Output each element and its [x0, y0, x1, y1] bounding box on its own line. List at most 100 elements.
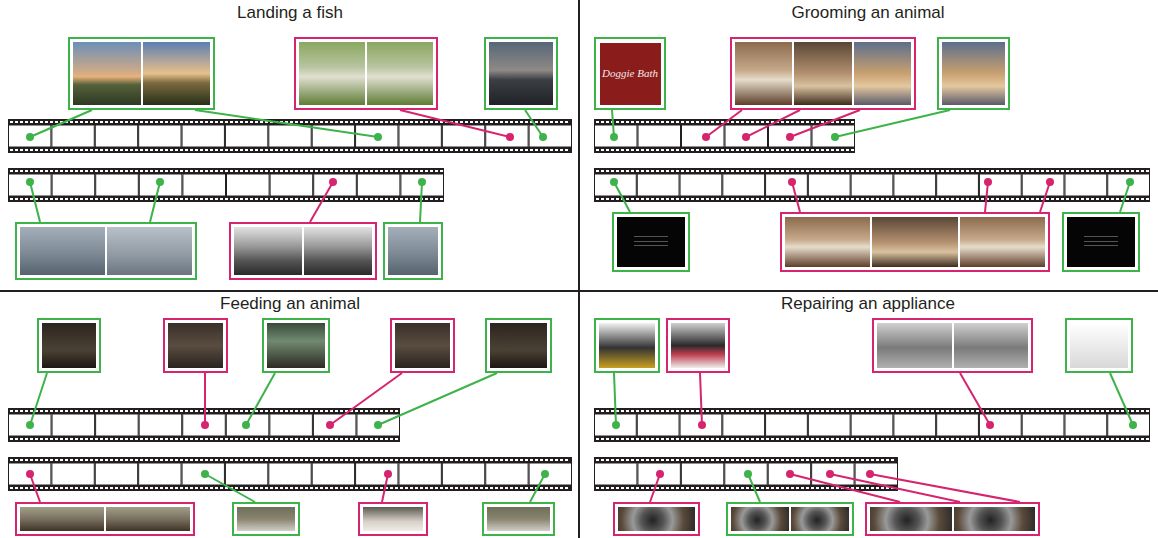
photo-thumbnail	[20, 227, 105, 275]
filmstrip	[594, 457, 898, 491]
leader-line	[530, 474, 545, 502]
leader-line	[30, 110, 92, 137]
frame-dot	[826, 470, 834, 478]
photo-thumbnail	[363, 507, 423, 531]
photo-thumbnail	[107, 227, 192, 275]
photo-thumbnail	[42, 323, 96, 368]
photo-frame	[15, 502, 195, 536]
leader-line	[835, 110, 950, 137]
photo-frame	[229, 222, 377, 280]
leader-line	[378, 373, 497, 425]
frame-dot	[156, 178, 164, 186]
leader-line	[1110, 373, 1133, 425]
photo-frame	[594, 318, 660, 373]
card-texture	[1084, 241, 1118, 242]
photo-frame	[163, 318, 228, 373]
card-texture	[1084, 236, 1118, 237]
leader-line	[525, 110, 543, 137]
photo-frame	[1065, 318, 1133, 373]
leader-line	[246, 373, 275, 425]
leader-line	[382, 474, 388, 502]
photo-frame	[232, 502, 300, 536]
photo-thumbnail	[299, 42, 365, 105]
frame-dot	[541, 470, 549, 478]
photo-frame	[865, 502, 1040, 536]
filmstrip	[594, 168, 1150, 202]
leader-line	[310, 182, 333, 222]
frame-dot	[1126, 178, 1134, 186]
title-card: Doggie Bath	[600, 43, 661, 105]
photo-thumbnail	[490, 323, 547, 368]
filmstrip	[8, 168, 444, 202]
leader-line	[330, 373, 402, 425]
leader-line	[706, 110, 742, 137]
photo-frame	[390, 318, 455, 373]
frame-dot	[612, 421, 620, 429]
frame-dot	[984, 178, 992, 186]
frame-dot	[242, 421, 250, 429]
photo-frame	[485, 318, 552, 373]
photo-thumbnail	[367, 42, 433, 105]
photo-thumbnail	[954, 507, 1036, 531]
filmstrip	[594, 408, 1150, 442]
photo-frame	[730, 37, 916, 110]
photo-thumbnail	[388, 227, 438, 275]
frame-dot	[1129, 421, 1137, 429]
panel-heading: Landing a fish	[233, 3, 347, 23]
photo-frame	[383, 222, 443, 280]
leader-line	[960, 373, 990, 425]
leader-line	[614, 373, 616, 425]
frame-dot	[506, 133, 514, 141]
photo-thumbnail	[599, 323, 655, 368]
card-texture	[634, 236, 668, 237]
photo-thumbnail	[954, 323, 1029, 368]
photo-thumbnail	[489, 42, 553, 105]
frame-dot	[26, 421, 34, 429]
leader-line	[985, 182, 988, 212]
leader-line	[30, 373, 47, 425]
photo-frame	[294, 37, 438, 110]
frame-dot	[384, 470, 392, 478]
frame-dot	[610, 178, 618, 186]
leader-line	[420, 182, 422, 222]
frame-dot	[1046, 178, 1054, 186]
photo-thumbnail	[487, 507, 550, 531]
frame-dot	[702, 133, 710, 141]
frame-dot	[744, 470, 752, 478]
photo-thumbnail	[143, 42, 211, 105]
photo-thumbnail	[617, 217, 685, 267]
leader-line	[612, 110, 614, 137]
frame-dot	[418, 178, 426, 186]
leader-line	[400, 110, 510, 137]
photo-thumbnail	[618, 507, 695, 531]
photo-thumbnail	[854, 42, 911, 105]
card-texture	[1084, 245, 1118, 246]
frame-dot	[866, 470, 874, 478]
photo-thumbnail	[735, 42, 792, 105]
photo-thumbnail	[73, 42, 141, 105]
leader-line	[30, 474, 40, 502]
photo-thumbnail	[671, 323, 725, 368]
photo-thumbnail	[106, 507, 190, 531]
frame-dot	[786, 470, 794, 478]
leader-line	[1120, 182, 1130, 212]
leader-line	[748, 474, 760, 502]
frame-dot	[374, 421, 382, 429]
leader-line	[195, 110, 378, 137]
photo-thumbnail	[1067, 217, 1135, 267]
leader-line	[204, 373, 206, 425]
frame-dot	[742, 133, 750, 141]
photo-thumbnail	[395, 323, 450, 368]
photo-thumbnail	[20, 507, 104, 531]
photo-thumbnail	[870, 507, 952, 531]
photo-frame	[1062, 212, 1140, 272]
leader-line	[650, 474, 660, 502]
frame-dot	[610, 133, 618, 141]
frame-dot	[26, 178, 34, 186]
panel-heading: Repairing an appliance	[777, 294, 959, 314]
frame-dot	[201, 421, 209, 429]
card-text: Doggie Bath	[602, 67, 658, 80]
photo-thumbnail	[785, 217, 870, 267]
photo-frame	[666, 318, 730, 373]
photo-thumbnail	[304, 227, 372, 275]
